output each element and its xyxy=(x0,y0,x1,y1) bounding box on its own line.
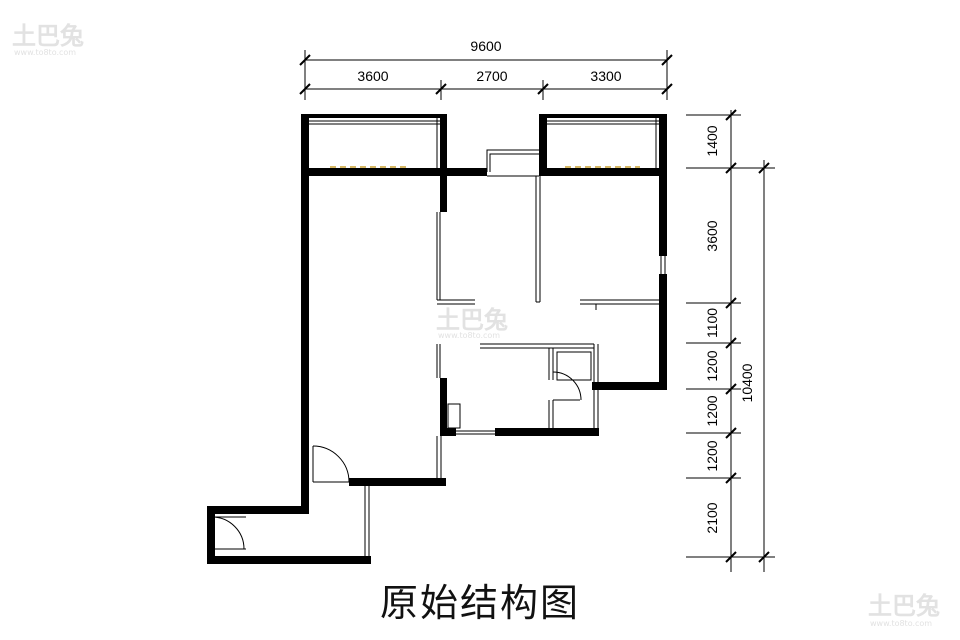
right-seg-5-label: 1200 xyxy=(704,395,720,426)
walls xyxy=(207,114,667,564)
right-seg-2-label: 3600 xyxy=(704,220,720,251)
right-dimension-labels: 1400 3600 1100 1200 1200 1200 2100 10400 xyxy=(704,125,755,533)
top-dimension xyxy=(299,50,673,100)
thin-lines xyxy=(209,118,666,556)
watermark-top-left: 土巴兔 www.to8to.com xyxy=(12,22,84,57)
watermark-center: 土巴兔 www.to8to.com xyxy=(436,306,508,340)
doors xyxy=(211,371,582,550)
right-seg-3-label: 1100 xyxy=(704,308,720,338)
watermark-bottom-right: 土巴兔 www.to8to.com xyxy=(868,592,940,628)
right-seg-6-label: 1200 xyxy=(704,440,720,471)
top-seg-2-label: 2700 xyxy=(476,68,507,84)
top-seg-1-label: 3600 xyxy=(357,68,388,84)
right-seg-4-label: 1200 xyxy=(704,350,720,381)
right-seg-7-label: 2100 xyxy=(704,502,720,533)
diagram-title: 原始结构图 xyxy=(379,581,580,625)
right-total-label: 10400 xyxy=(739,363,755,402)
top-total-label: 9600 xyxy=(470,38,501,54)
right-dimension xyxy=(686,109,775,572)
watermark-brand-center: 土巴兔 xyxy=(436,306,508,334)
watermark-site-tl: www.to8to.com xyxy=(14,48,76,57)
watermark-site-br: www.to8to.com xyxy=(870,619,932,628)
right-seg-1-label: 1400 xyxy=(704,125,720,156)
top-seg-3-label: 3300 xyxy=(590,68,621,84)
watermark-brand-tl: 土巴兔 xyxy=(12,22,84,50)
watermark-site-center: www.to8to.com xyxy=(438,331,500,340)
watermark-brand-br: 土巴兔 xyxy=(868,592,940,620)
